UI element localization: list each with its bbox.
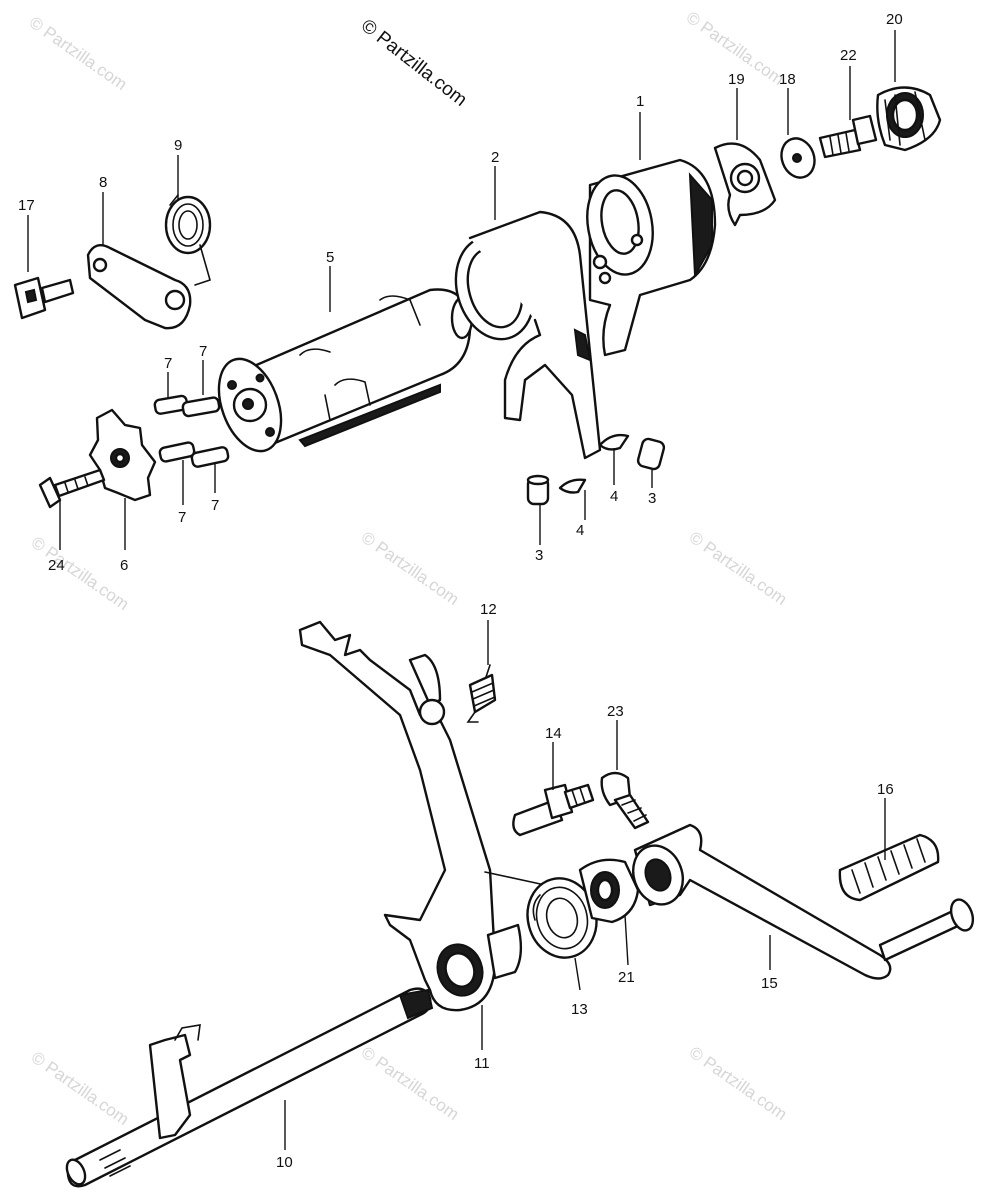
screw-part-24 (38, 468, 106, 509)
callout-10: 10 (276, 1154, 293, 1171)
watermark-4: © Partzilla.com (358, 528, 463, 609)
shift-fork-part-2 (454, 210, 602, 460)
callout-4-a: 4 (576, 522, 584, 539)
clip-part-4-a (558, 478, 587, 494)
watermark-1: © Partzilla.com (26, 13, 131, 94)
watermark-7: © Partzilla.com (358, 1043, 463, 1124)
callout-16: 16 (877, 781, 894, 798)
callout-7-d: 7 (211, 497, 219, 514)
callout-18: 18 (779, 71, 796, 88)
callout-15: 15 (761, 975, 778, 992)
plate-part-8 (86, 244, 192, 330)
pin-part-7-b (181, 396, 221, 418)
spring-part-12 (466, 664, 497, 723)
callout-7-a: 7 (164, 355, 172, 372)
callout-3-a: 3 (535, 547, 543, 564)
pivot-bolt-part-14 (512, 783, 595, 837)
watermark-6: © Partzilla.com (28, 1048, 133, 1129)
clip-part-4-b (598, 433, 630, 451)
pedal-rubber-part-16 (838, 833, 940, 902)
shift-drum-part-5 (217, 288, 474, 453)
callout-7-b: 7 (199, 343, 207, 360)
callout-19: 19 (728, 71, 745, 88)
callout-20: 20 (886, 11, 903, 28)
callout-21: 21 (618, 969, 635, 986)
copyright-notice: © Partzilla.com (357, 15, 471, 110)
callout-23: 23 (607, 703, 624, 720)
callout-11: 11 (474, 1055, 490, 1072)
nut-part-21 (578, 858, 640, 924)
callout-1: 1 (636, 93, 644, 110)
callout-7-c: 7 (178, 509, 186, 526)
shift-fork-part-1 (586, 158, 717, 357)
callout-17: 17 (18, 197, 35, 214)
watermark-8: © Partzilla.com (686, 1043, 791, 1124)
stopper-plate-part-19 (713, 142, 777, 227)
shift-arm-part-11 (298, 620, 523, 1012)
cap-part-20 (876, 86, 942, 152)
roller-part-3-b (636, 437, 666, 471)
callout-14: 14 (545, 725, 562, 742)
callout-8: 8 (99, 174, 107, 191)
shift-pedal-part-15 (632, 823, 975, 980)
star-plate-part-6 (88, 408, 157, 502)
callout-12: 12 (480, 601, 497, 618)
bolt-part-23 (600, 771, 650, 830)
callout-24: 24 (48, 557, 65, 574)
leader-lines (27, 30, 896, 1150)
callout-13: 13 (571, 1001, 588, 1018)
screw-part-17 (13, 276, 75, 320)
washer-part-18 (780, 137, 816, 179)
spindle-part-10 (65, 987, 434, 1188)
callout-4-b: 4 (610, 488, 618, 505)
spring-part-9 (164, 194, 212, 286)
callout-9: 9 (174, 137, 182, 154)
callout-5: 5 (326, 249, 334, 266)
callout-2: 2 (491, 149, 499, 166)
pin-part-7-c (158, 441, 196, 463)
callout-22: 22 (840, 47, 857, 64)
bolt-part-22 (818, 114, 878, 159)
roller-part-3-a (526, 474, 550, 506)
spring-part-13 (484, 871, 598, 959)
callout-6: 6 (120, 557, 128, 574)
callout-labels: 1 2 3 3 4 4 5 6 7 7 7 7 8 9 10 11 12 13 … (18, 11, 903, 1171)
callout-3-b: 3 (648, 490, 656, 507)
watermark-5: © Partzilla.com (686, 528, 791, 609)
watermark-3: © Partzilla.com (28, 533, 133, 614)
pin-part-7-d (190, 446, 230, 468)
